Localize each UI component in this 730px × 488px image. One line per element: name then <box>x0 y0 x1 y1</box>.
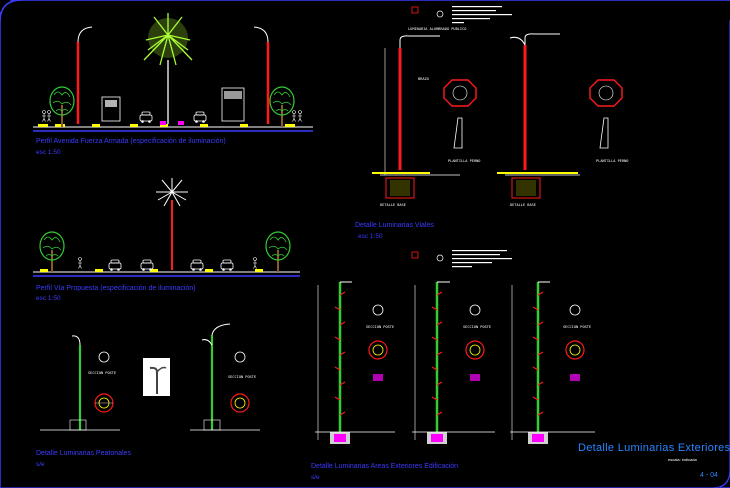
profile-via-propuesta <box>33 178 300 277</box>
scale-via-propuesta: esc 1:50 <box>36 295 61 302</box>
sheet-number: 4 - 04 <box>700 472 718 479</box>
section-label-e3: SECCION POSTE <box>563 325 591 329</box>
caption-peatonales: Detalle Luminarias Peatonales <box>36 450 131 457</box>
notes-exterior <box>411 250 512 268</box>
scale-peatonales: s/e <box>36 461 45 468</box>
detail-vial-2: PLANTILLA PERNO DETALLE BASE <box>497 33 628 207</box>
bolt-label-1: PLANTILLA PERNO <box>448 159 480 163</box>
profile-avenida <box>33 13 313 132</box>
detail-peatonal: SECCION POSTE SECCION POSTE <box>40 323 260 431</box>
detail-vial-1: LUMINARIA ALUMBRADO PUBLICO BRAZO PLANTI… <box>372 27 480 207</box>
caption-via-propuesta: Perfil Vía Propuesta (especificación de … <box>36 285 196 292</box>
bolt-label-2: PLANTILLA PERNO <box>596 159 628 163</box>
caption-exteriores: Detalle Luminarias Areas Exteriores Edif… <box>311 463 459 470</box>
detail-exterior-1: SECCION POSTE <box>315 281 395 444</box>
section-label-p2: SECCION POSTE <box>228 375 256 379</box>
caption-avenida: Perfil Avenida Fuerza Armada (especifica… <box>36 138 226 145</box>
sheet-subtitle: escala: indicada <box>668 457 697 462</box>
base-label-2: DETALLE BASE <box>510 203 536 207</box>
scale-exteriores: s/e <box>311 474 320 481</box>
detail-exterior-3: SECCION POSTE <box>510 281 595 444</box>
section-label-e2: SECCION POSTE <box>463 325 491 329</box>
notes-vial <box>411 6 512 24</box>
sheet-title: Detalle Luminarias Exteriores <box>578 442 730 454</box>
svg-text:LUMINARIA ALUMBRADO PUBLICO: LUMINARIA ALUMBRADO PUBLICO <box>408 27 466 31</box>
section-label-e1: SECCION POSTE <box>366 325 394 329</box>
scale-viales: esc 1:50 <box>358 233 383 240</box>
detail-exterior-2: SECCION POSTE <box>412 281 495 444</box>
scale-avenida: esc 1:50 <box>36 149 61 156</box>
svg-text:BRAZO: BRAZO <box>418 77 429 81</box>
base-label-1: DETALLE BASE <box>380 203 406 207</box>
section-label-p1: SECCION POSTE <box>88 371 116 375</box>
caption-viales: Detalle Luminarias Viales <box>355 222 434 229</box>
